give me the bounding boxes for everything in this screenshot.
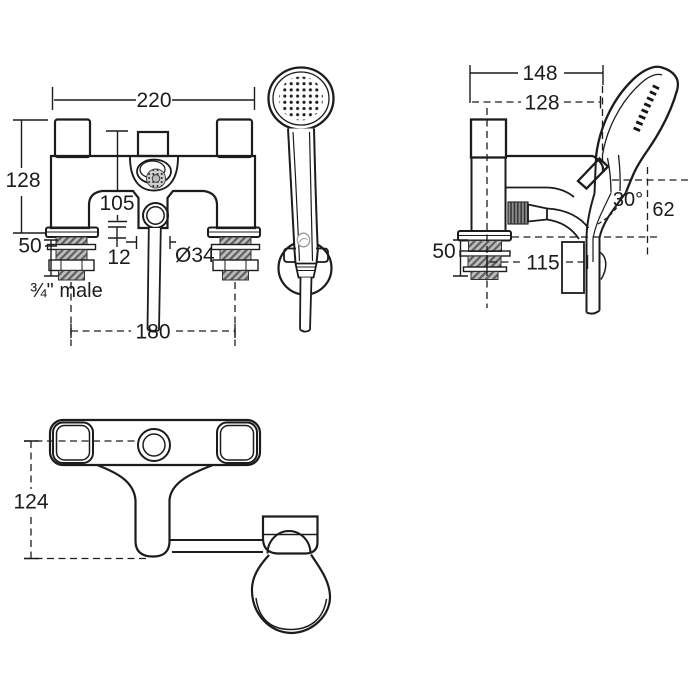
tap-hose: [146, 227, 162, 333]
hose-guide-block: [561, 241, 585, 294]
bracket-hook-right: [316, 247, 329, 263]
handset-hose-fill: [300, 277, 312, 332]
top-right-handle: [216, 421, 258, 464]
right-handle: [215, 118, 254, 159]
hose-connector-knurl: [507, 201, 529, 225]
top-outlet-arm: [169, 539, 263, 553]
dim-overall-width-label: 220: [136, 89, 171, 112]
diverter-knob: [136, 130, 170, 158]
side-tailpiece: [470, 271, 499, 280]
brand-logo-icon: [296, 232, 311, 248]
top-left-handle: [52, 421, 94, 464]
dim-body-depth-label: 128: [524, 92, 559, 115]
top-handset-cradle: [261, 515, 319, 555]
right-washer: [210, 243, 261, 251]
dim-hole-diameter-label: Ø34: [175, 244, 215, 267]
left-handle: [53, 118, 92, 159]
dim-tap-hole-centres-label: 180: [135, 321, 170, 344]
hose-outlet-inner: [146, 206, 165, 225]
front-dimensions: 220 128 105 50 12 Ø34 180 ¾" male: [5, 87, 256, 346]
left-shank-thread: [55, 236, 88, 245]
right-tailpiece: [222, 270, 249, 281]
aerator-center: [151, 174, 161, 183]
top-spout-stem: [96, 463, 214, 558]
hose-clip: [599, 251, 607, 280]
spray-face-edge: [631, 84, 660, 135]
dim-overall-depth-label: 148: [522, 62, 557, 85]
front-tap-body: [45, 118, 261, 333]
dim-hose-offset-label: 115: [526, 252, 559, 275]
side-handle: [469, 118, 508, 159]
shower-head-rim: [272, 71, 330, 126]
side-washer-2: [462, 266, 508, 273]
top-handset-grip: [266, 530, 312, 554]
thread-size-label: ¾" male: [30, 280, 103, 302]
left-washer: [46, 243, 97, 251]
hose-horizontal: [546, 207, 590, 240]
hose-cone: [527, 203, 548, 223]
handset-side-outline: [594, 65, 679, 193]
tap-hose-fill: [147, 228, 161, 332]
handset-rim-line: [601, 73, 663, 156]
side-dimensions: 148 128 30° 62 50 115: [432, 62, 692, 308]
left-backnut: [48, 259, 95, 272]
diverter-lever: [576, 156, 610, 191]
dim-side-shank-length-label: 50: [432, 240, 455, 263]
handset-hose: [299, 277, 313, 333]
top-tap-body: [48, 418, 332, 635]
top-diverter: [137, 428, 171, 462]
dim-drop-label: 62: [652, 199, 674, 221]
top-body-bar: [48, 418, 262, 467]
dim-deck-max-label: 12: [107, 246, 130, 269]
side-view: 148 128 30° 62 50 115: [432, 62, 692, 315]
dim-overall-height-label: 128: [5, 169, 40, 192]
side-tap-body: [457, 65, 679, 315]
right-shank-thread: [219, 236, 252, 245]
top-view: 124: [13, 418, 332, 635]
body-outline: [49, 154, 257, 230]
top-dimensions: 124: [13, 440, 146, 560]
handle-edges: [287, 128, 319, 264]
left-tailpiece: [58, 270, 85, 281]
top-handset-paddle: [250, 553, 332, 635]
dim-lever-projection-label: 124: [13, 491, 48, 514]
side-shank-thread: [468, 240, 502, 252]
dim-shank-length-label: 50: [18, 235, 41, 258]
hose-vertical-fill: [586, 228, 600, 313]
handset-front-view: [267, 66, 335, 333]
bracket-hook-left: [283, 247, 296, 263]
dim-handset-angle-label: 30°: [613, 189, 643, 211]
dim-body-height-label: 105: [99, 192, 134, 215]
spray-face: [279, 76, 323, 121]
front-view: 220 128 105 50 12 Ø34 180 ¾" male: [5, 66, 335, 346]
right-backnut: [212, 259, 259, 272]
hose-nut: [294, 262, 318, 279]
top-paddle-rim: [255, 597, 328, 631]
spout-recess: [129, 156, 179, 192]
